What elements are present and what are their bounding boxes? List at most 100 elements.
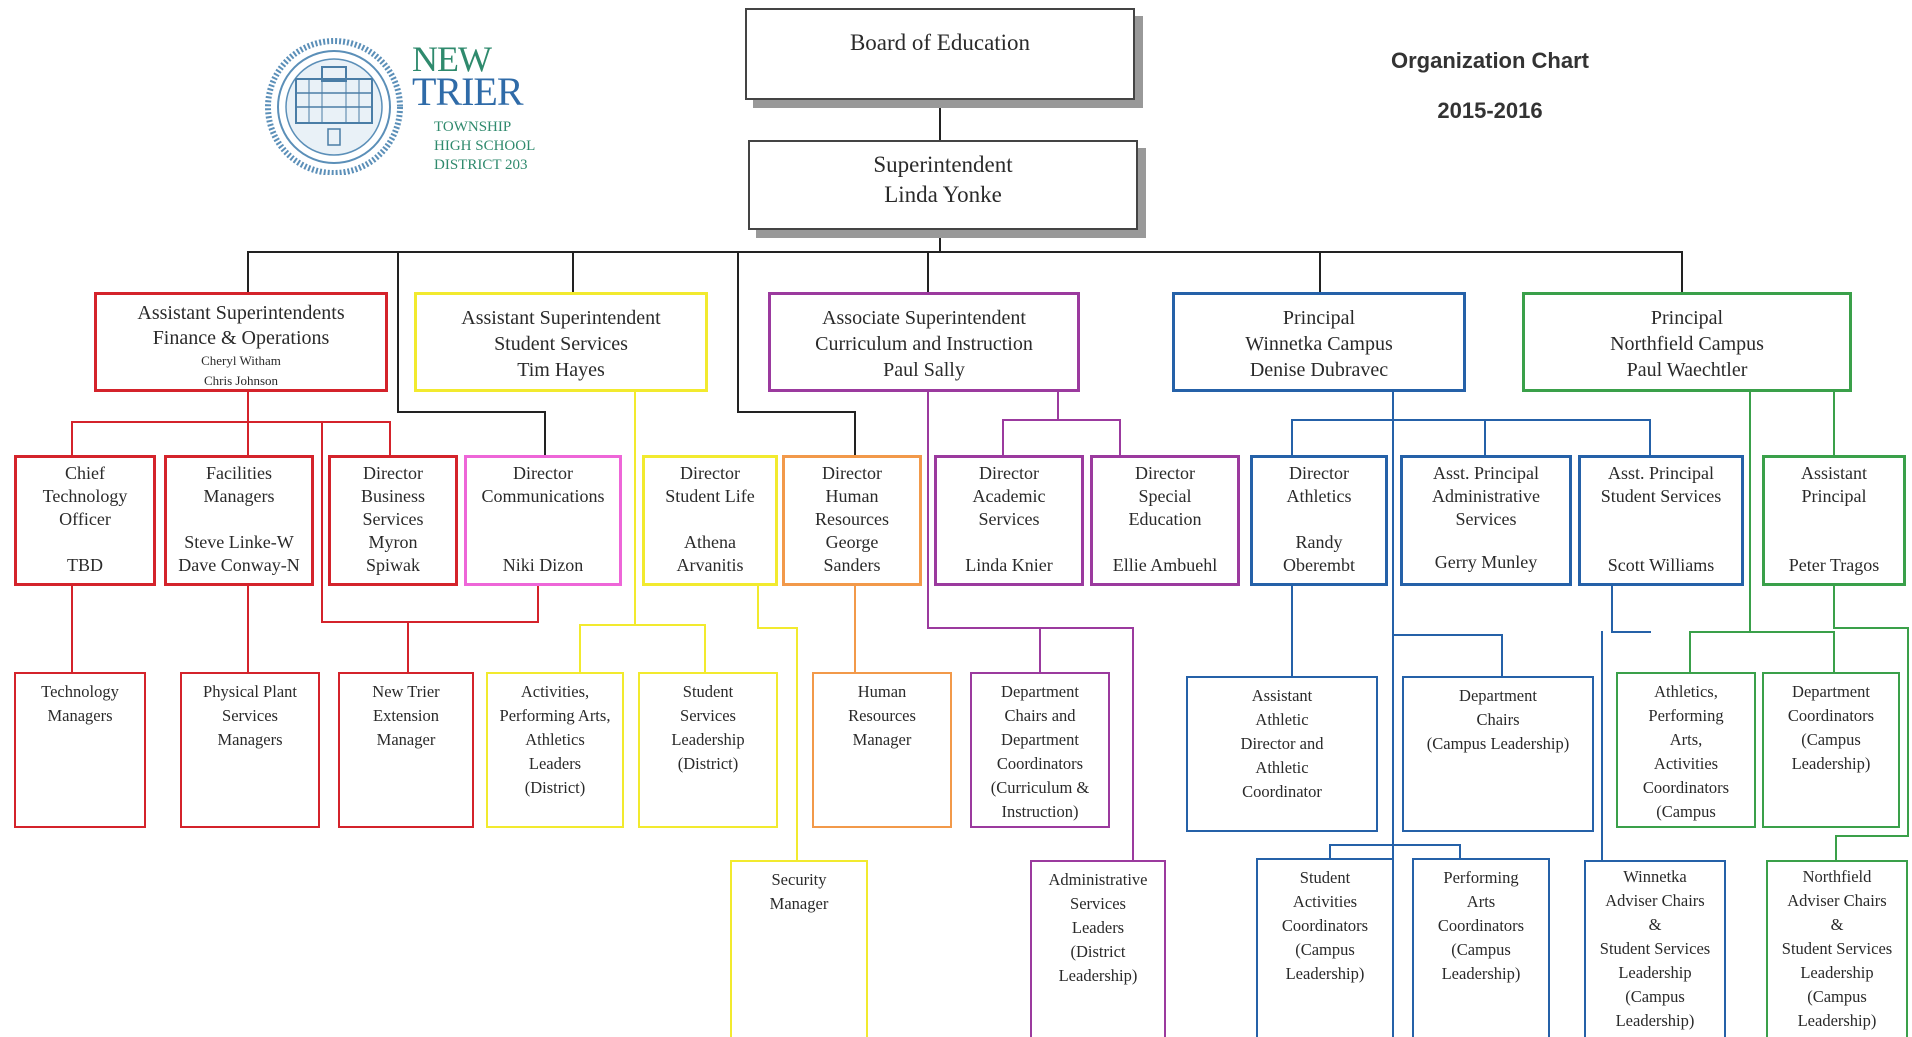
box-line: Denise Dubravec (1249, 359, 1389, 381)
box-line: Leadership) (1285, 964, 1365, 983)
box-physical-plant: Physical Plant Services Managers (180, 672, 320, 828)
box-line: Scott Williams (1607, 555, 1715, 575)
logo-line-township: TOWNSHIP (434, 119, 512, 135)
box-facilities-managers: Facilities Managers Steve Linke-W Dave C… (164, 455, 314, 586)
box-line: Athletic (1255, 710, 1309, 729)
box-director-academic-services: Director Academic Services Linda Knier (934, 455, 1084, 586)
box-student-activities-coordinators: Student Activities Coordinators (Campus … (1256, 858, 1394, 1037)
box-line: Activities (1292, 892, 1358, 911)
box-winnetka-adviser-chairs: Winnetka Adviser Chairs & Student Servic… (1584, 860, 1726, 1037)
box-line: (Campus (1451, 940, 1511, 959)
box-line: Director (1289, 463, 1349, 483)
logo-line-trier: TRIER (412, 69, 524, 114)
box-director-special-education: Director Special Education Ellie Ambuehl (1090, 455, 1240, 586)
box-line: Human (857, 682, 907, 701)
box-superintendent: Superintendent Linda Yonke (748, 140, 1138, 230)
box-line: Leadership) (1791, 754, 1871, 773)
box-line: (District) (524, 778, 586, 797)
box-line: Services (1455, 509, 1517, 529)
box-line: Steve Linke-W (184, 532, 294, 552)
box-line: Peter Tragos (1788, 555, 1880, 575)
box-line: Extension (373, 706, 439, 725)
box-line: Coordinators (1787, 706, 1875, 725)
box-line: Human (825, 486, 879, 506)
box-dept-coordinators-campus: Department Coordinators (Campus Leadersh… (1762, 672, 1900, 828)
box-line: Finance & Operations (152, 327, 330, 349)
box-line: Resources (815, 509, 889, 529)
box-line: Department (1001, 730, 1079, 749)
box-line: George (825, 532, 879, 552)
box-line: Department (1792, 682, 1870, 701)
box-line: Cheryl Witham (201, 353, 281, 368)
box-line: Director (680, 463, 740, 483)
box-director-business-services: Director Business Services Myron Spiwak (328, 455, 458, 586)
box-line: Northfield (1802, 867, 1872, 886)
box-line: Officer (59, 509, 111, 529)
box-line: Special (1138, 486, 1192, 506)
box-line: Principal (1801, 486, 1867, 506)
box-line: Leadership) (1441, 964, 1521, 983)
box-line: Coordinators (1642, 778, 1730, 797)
box-dept-chairs-curriculum: Department Chairs and Department Coordin… (970, 672, 1110, 828)
box-line: Assistant (1251, 686, 1313, 705)
box-line: Administrative (1432, 486, 1540, 506)
box-line: Dave Conway-N (178, 555, 300, 575)
box-line: Student Life (665, 486, 755, 506)
box-line: Northfield Campus (1610, 333, 1764, 355)
box-line: Academic (972, 486, 1046, 506)
box-line: Winnetka (1623, 867, 1687, 886)
chart-year: 2015-2016 (1437, 98, 1543, 123)
box-line: Assistant (1800, 463, 1867, 483)
box-line: Managers (217, 730, 283, 749)
box-northfield-adviser-chairs: Northfield Adviser Chairs & Student Serv… (1766, 860, 1908, 1037)
box-line: Leaders (528, 754, 582, 773)
box-new-trier-extension: New Trier Extension Manager (338, 672, 474, 828)
box-line: Security (771, 870, 827, 889)
box-director-communications: Director Communications Niki Dizon (464, 455, 622, 586)
box-line: Leadership (671, 730, 745, 749)
box-line: Instruction) (1001, 802, 1079, 821)
school-seal-icon (265, 38, 403, 175)
box-line: Winnetka Campus (1245, 333, 1393, 355)
box-line: Director (979, 463, 1039, 483)
box-asst-principal-admin-services: Asst. Principal Administrative Services … (1400, 455, 1572, 586)
box-line: Leadership) (1615, 1011, 1695, 1030)
box-line: Leaders (1071, 918, 1125, 937)
box-line: Niki Dizon (502, 555, 584, 575)
box-line: Curriculum and Instruction (815, 333, 1033, 355)
box-line: Performing Arts, (499, 706, 611, 725)
box-line: (Campus (1656, 802, 1716, 821)
box-line: Gerry Munley (1434, 552, 1538, 572)
box-line: Athletics, (1654, 682, 1718, 701)
box-line: Linda Yonke (884, 182, 1002, 207)
box-line: Chris Johnson (203, 373, 279, 388)
box-performing-arts-coordinators: Performing Arts Coordinators (Campus Lea… (1412, 858, 1550, 1037)
box-line: Ellie Ambuehl (1112, 555, 1218, 575)
box-line: (Campus (1295, 940, 1355, 959)
box-line: & (1648, 915, 1662, 934)
box-line: Athletics (525, 730, 585, 749)
box-line: (Campus (1625, 987, 1685, 1006)
box-line: Activities (1653, 754, 1719, 773)
box-line: Athletics (1286, 486, 1352, 506)
box-principal-winnetka: Principal Winnetka Campus Denise Dubrave… (1172, 292, 1466, 392)
box-asst-supt-student-services: Assistant Superintendent Student Service… (414, 292, 708, 392)
district-logo: NEW TRIER TOWNSHIP HIGH SCHOOL DISTRICT … (262, 30, 572, 180)
box-line: Director and (1240, 734, 1324, 753)
box-line: TBD (67, 555, 103, 575)
box-line: Paul Sally (883, 359, 965, 381)
box-line: Manager (769, 894, 829, 913)
box-line: Services (1070, 894, 1126, 913)
box-line: Adviser Chairs (1605, 891, 1705, 910)
box-activities-leaders: Activities, Performing Arts, Athletics L… (486, 672, 624, 828)
box-line: Leadership) (1058, 966, 1138, 985)
box-line: Director (513, 463, 573, 483)
box-line: Leadership) (1797, 1011, 1877, 1030)
box-line: Performing (1648, 706, 1724, 725)
box-line: Manager (376, 730, 436, 749)
box-line: Arts, (1669, 730, 1703, 749)
box-line: Coordinators (1281, 916, 1369, 935)
box-board-of-education: Board of Education (745, 8, 1135, 100)
box-administrative-services-leaders: Administrative Services Leaders (Distric… (1030, 860, 1166, 1037)
box-line: Coordinators (996, 754, 1084, 773)
